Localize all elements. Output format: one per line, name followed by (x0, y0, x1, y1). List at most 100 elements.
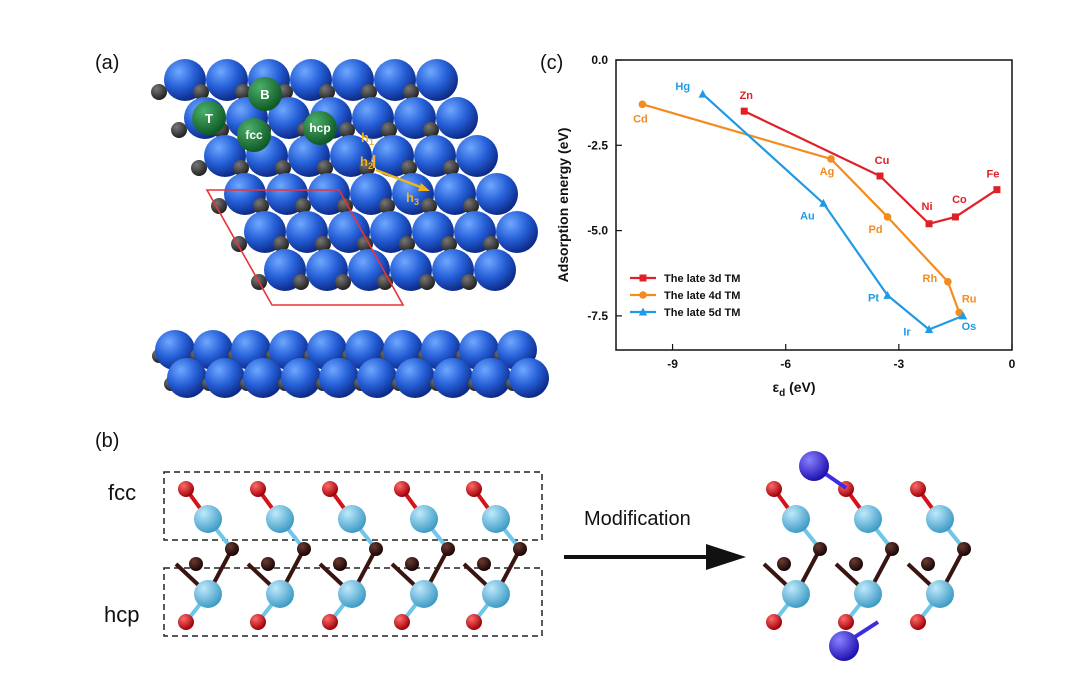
site-top: T (192, 101, 226, 135)
side-atom (509, 358, 549, 398)
y-tick-label: -7.5 (587, 309, 608, 323)
x-tick-label: -9 (667, 357, 678, 371)
data-point (993, 186, 1001, 194)
oxygen-atom (766, 481, 782, 497)
oxygen-atom (178, 481, 194, 497)
metal-atom (926, 505, 954, 533)
core-atom (921, 557, 935, 571)
svg-text:B: B (260, 87, 269, 102)
core-atom (885, 542, 899, 556)
metal-atom (854, 505, 882, 533)
core-atom (225, 542, 239, 556)
hcp-label: hcp (104, 602, 140, 627)
surface-atom (416, 59, 458, 101)
data-point (925, 220, 933, 228)
data-point (638, 100, 647, 109)
oxygen-atom (322, 614, 338, 630)
legend-label: The late 4d TM (664, 290, 740, 302)
oxygen-atom (250, 481, 266, 497)
x-tick-label: -3 (894, 357, 905, 371)
dopant-atom-bottom (829, 631, 859, 661)
point-label: Pt (868, 292, 879, 304)
data-point (924, 325, 934, 334)
point-label: Zn (740, 90, 754, 102)
metal-atom (482, 580, 510, 608)
point-label: Cu (875, 155, 890, 167)
oxygen-atom (766, 614, 782, 630)
side-atom (319, 358, 359, 398)
side-atom (243, 358, 283, 398)
surface-atom (474, 249, 516, 291)
surface-atom (476, 173, 518, 215)
modification-arrow (564, 544, 746, 570)
svg-text:T: T (205, 111, 213, 126)
data-point (698, 89, 707, 98)
data-point (638, 307, 648, 316)
point-label: Au (800, 210, 815, 222)
point-label: Ru (962, 293, 977, 305)
point-label: Ni (922, 201, 933, 213)
unit-cell-outline (205, 189, 405, 306)
core-atom (513, 542, 527, 556)
data-point (944, 277, 952, 286)
fcc-label: fcc (108, 480, 137, 505)
x-tick-label: 0 (1009, 357, 1016, 371)
core-atom (369, 542, 383, 556)
metal-atom (410, 505, 438, 533)
point-label: Hg (675, 81, 690, 93)
slab-side-view (152, 330, 549, 398)
side-atom (433, 358, 473, 398)
metal-atom (194, 580, 222, 608)
core-atom (477, 557, 491, 571)
metal-atom (410, 580, 438, 608)
core-atom (333, 557, 347, 571)
point-label: Co (952, 194, 967, 206)
oxygen-atom (394, 481, 410, 497)
svg-text:hcp: hcp (309, 121, 330, 135)
point-label: Os (962, 321, 977, 333)
oxygen-atom (178, 614, 194, 630)
metal-atom (782, 505, 810, 533)
data-point (958, 311, 968, 320)
y-axis-label: Adsorption energy (eV) (555, 128, 571, 283)
surface-atom (456, 135, 498, 177)
surface-atom (496, 211, 538, 253)
core-atom (189, 557, 203, 571)
hcp-box (163, 567, 543, 637)
point-label: Ag (820, 166, 835, 178)
structure-unmodified (174, 481, 527, 630)
point-label: Fe (986, 169, 999, 181)
legend-label: The late 3d TM (664, 273, 740, 285)
data-point (740, 107, 748, 115)
slab-top-view (151, 59, 538, 291)
panel-a-label: (a) (95, 52, 120, 74)
oxygen-atom (466, 481, 482, 497)
plot-frame (615, 59, 1013, 351)
data-point (955, 308, 963, 317)
metal-atom (338, 580, 366, 608)
side-atom (167, 358, 207, 398)
modification-label: Modification (584, 508, 691, 530)
point-label: Cd (633, 113, 648, 125)
dopant-atom-top (799, 451, 829, 481)
y-tick-label: 0.0 (591, 53, 608, 67)
x-axis-label: εd (eV) (772, 379, 815, 399)
panel-b-label: (b) (95, 430, 120, 452)
y-tick-label: -2.5 (587, 138, 608, 152)
metal-atom (482, 505, 510, 533)
data-point (883, 290, 892, 299)
side-atom (205, 358, 245, 398)
fcc-box (163, 471, 543, 541)
core-atom (777, 557, 791, 571)
core-atom (297, 542, 311, 556)
metal-atom (194, 505, 222, 533)
side-atom (471, 358, 511, 398)
core-atom (957, 542, 971, 556)
data-point (819, 198, 828, 207)
oxygen-atom (466, 614, 482, 630)
core-atom (441, 542, 455, 556)
panel-c-label: (c) (540, 52, 564, 74)
svg-text:fcc: fcc (245, 128, 263, 142)
side-atom (395, 358, 435, 398)
